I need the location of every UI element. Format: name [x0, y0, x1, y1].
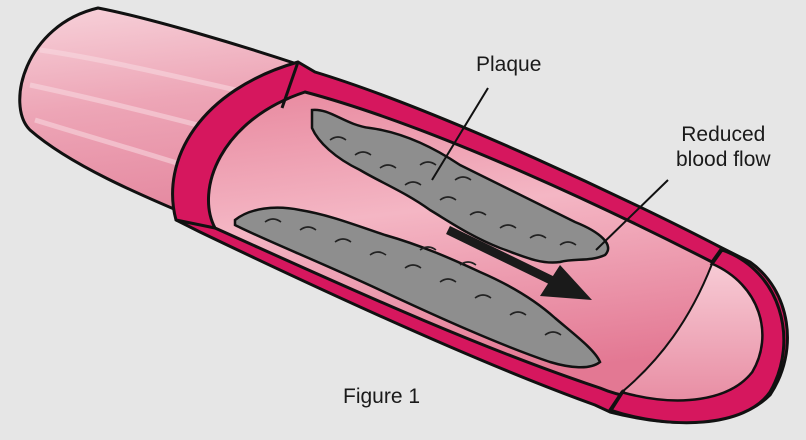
reduced-label-line1: Reduced — [676, 122, 771, 147]
plaque-label: Plaque — [476, 52, 541, 77]
figure-caption: Figure 1 — [343, 384, 420, 409]
reduced-blood-flow-label: Reduced blood flow — [676, 122, 771, 172]
reduced-label-line2: blood flow — [676, 147, 771, 172]
